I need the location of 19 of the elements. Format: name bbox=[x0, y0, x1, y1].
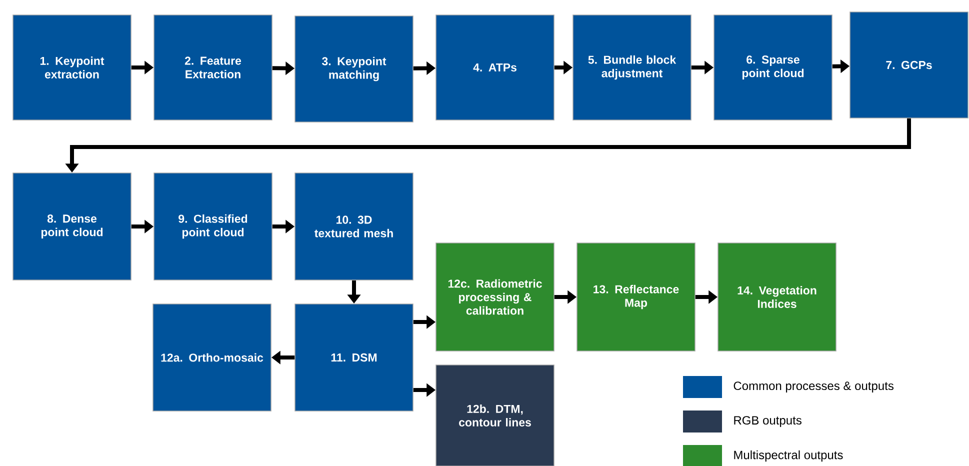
process-box: 10. 3D textured mesh bbox=[294, 172, 414, 280]
process-box: 14. Vegetation Indices bbox=[718, 242, 836, 352]
process-box: 2. Feature Extraction bbox=[154, 14, 272, 120]
process-box: 3. Keypoint matching bbox=[294, 16, 414, 122]
process-box: 11. DSM bbox=[294, 304, 414, 412]
legend-label: RGB outputs bbox=[734, 416, 802, 427]
process-box: 1. Keypoint extraction bbox=[12, 14, 132, 120]
process-box: 4. ATPs bbox=[436, 14, 554, 120]
process-box: 8. Dense point cloud bbox=[12, 172, 132, 280]
process-box: 12b. DTM, contour lines bbox=[436, 364, 554, 466]
process-box: 6. Sparse point cloud bbox=[714, 14, 832, 120]
process-box: 12c. Radiometric processing & calibration bbox=[436, 242, 554, 352]
process-box: 13. Reflectance Map bbox=[576, 242, 696, 352]
legend-label: Common processes & outputs bbox=[734, 382, 894, 392]
process-box: 7. GCPs bbox=[850, 12, 968, 118]
legend-label: Multispectral outputs bbox=[734, 450, 843, 462]
process-box: 5. Bundle block adjustment bbox=[572, 14, 692, 120]
process-box: 12a. Ortho-mosaic bbox=[152, 304, 272, 412]
process-box: 9. Classified point cloud bbox=[154, 172, 272, 280]
